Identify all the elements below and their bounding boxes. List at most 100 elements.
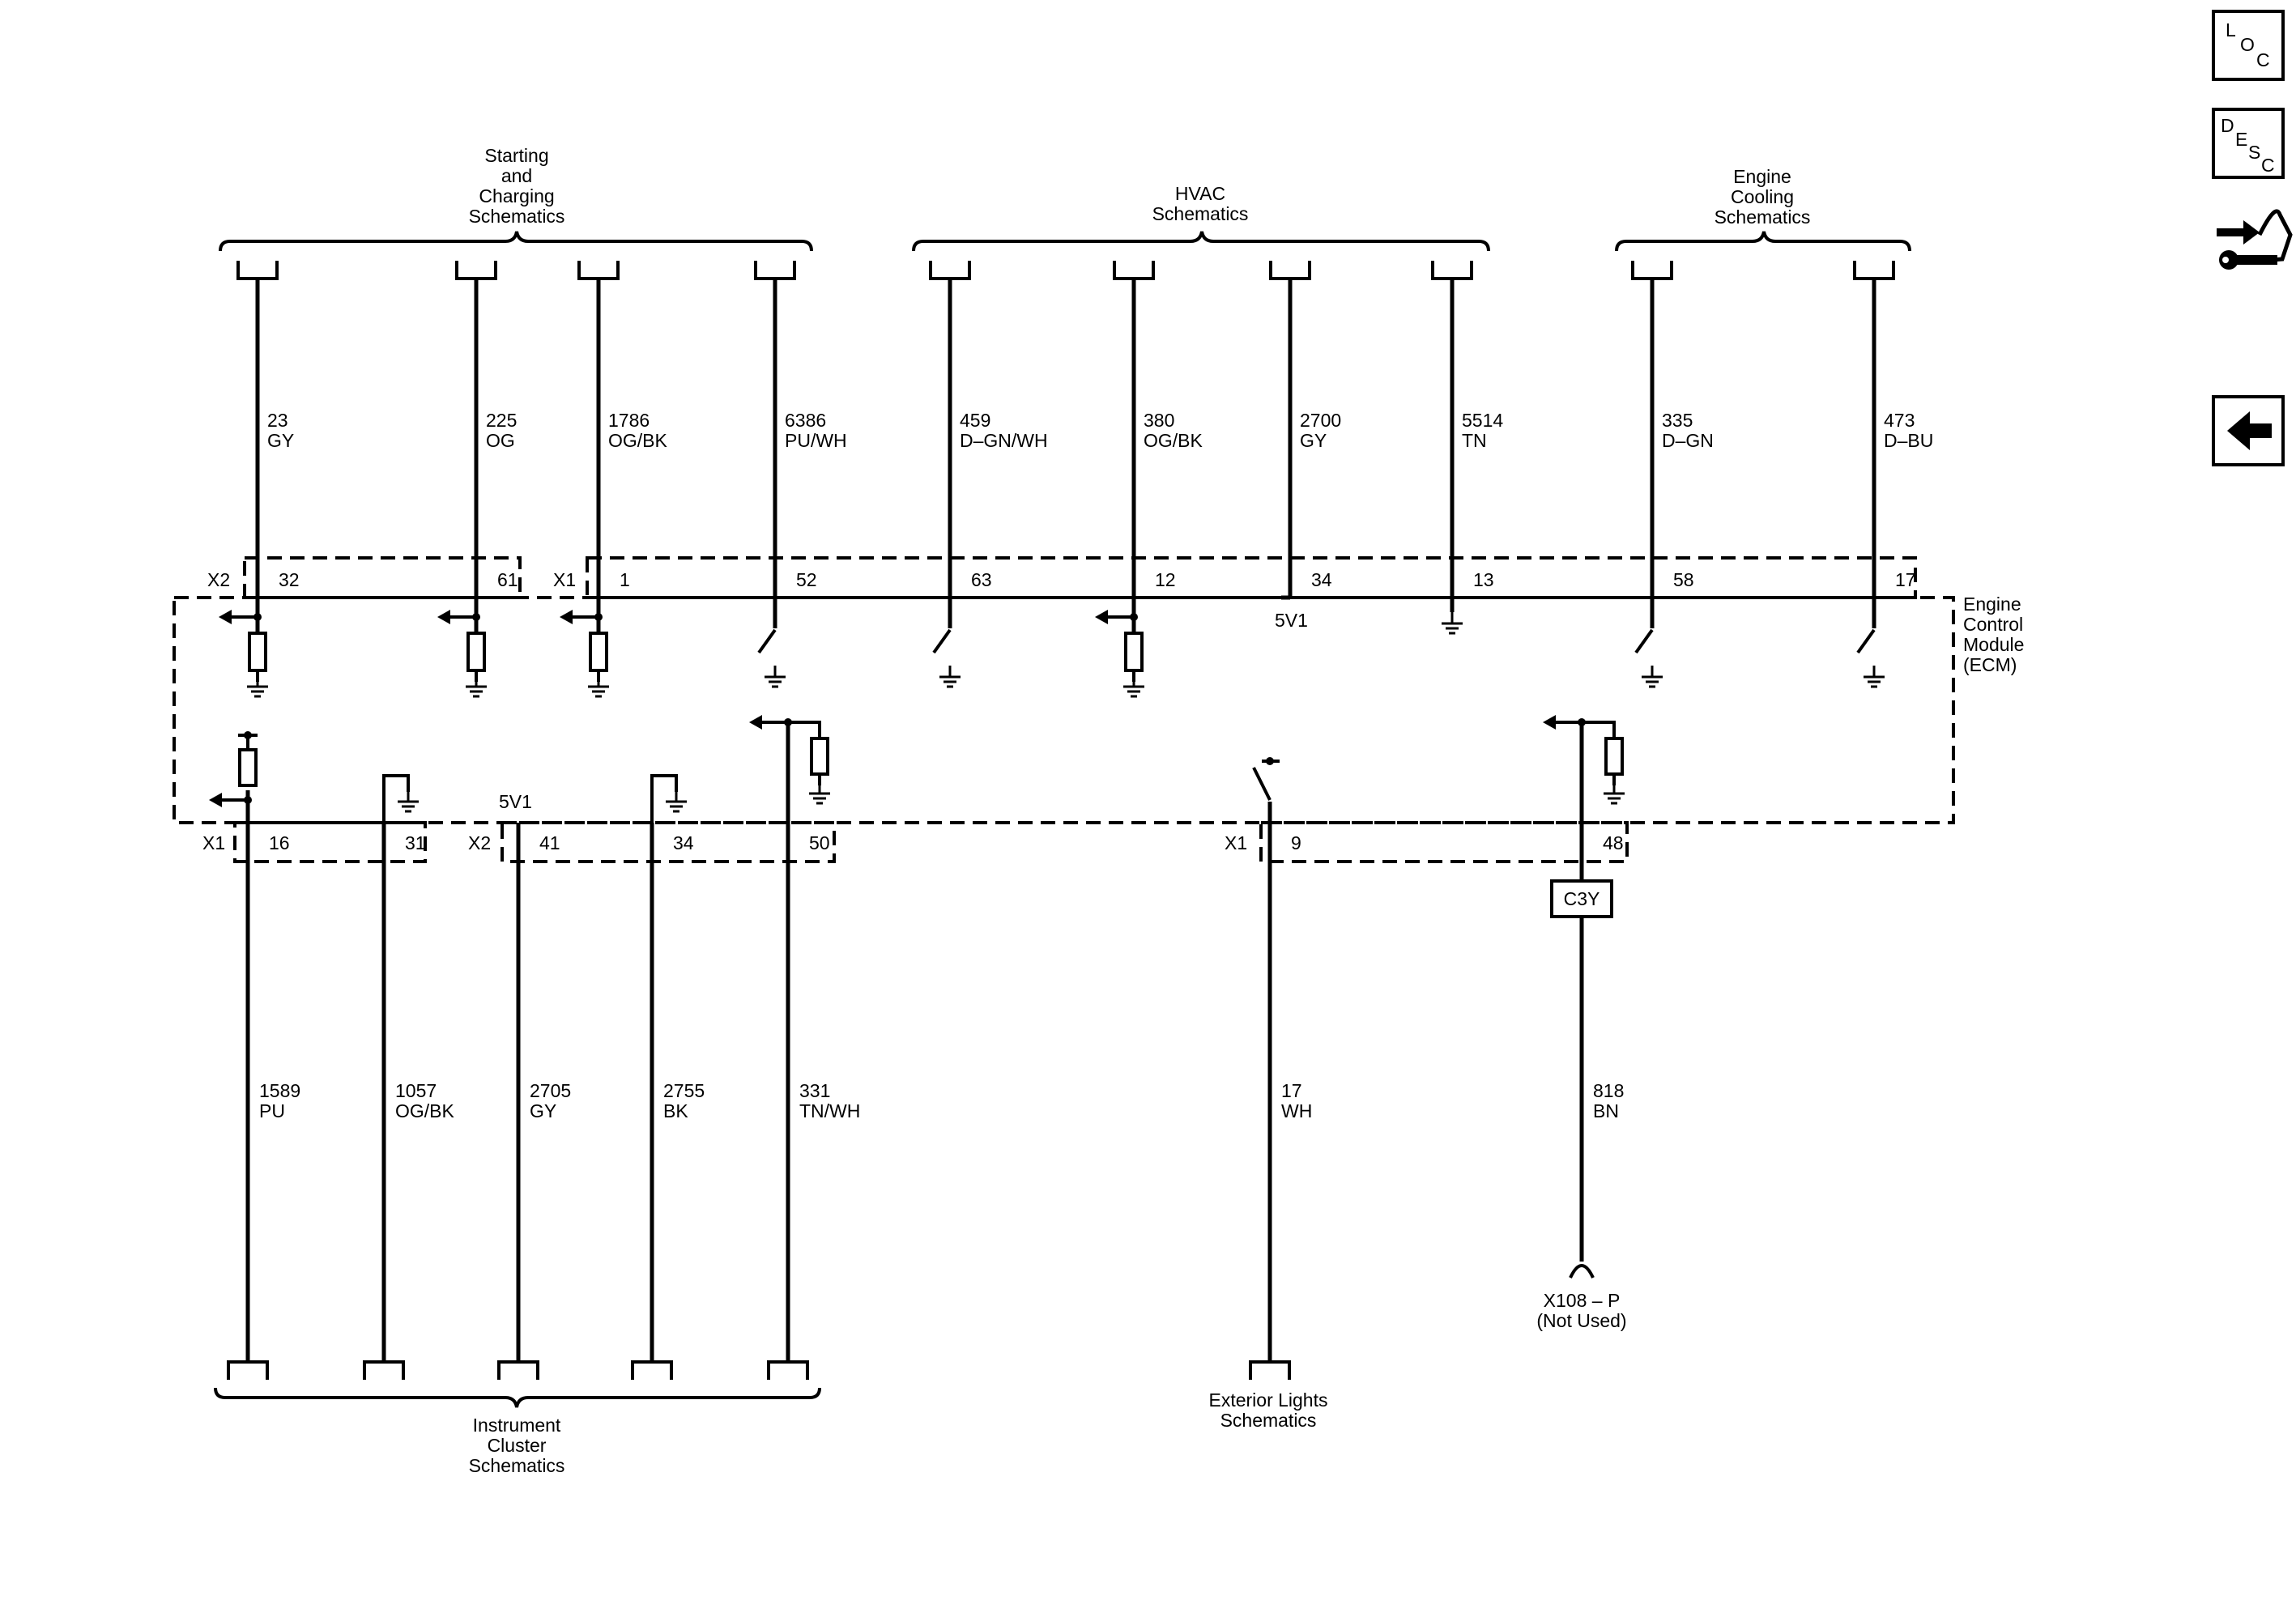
terminal-symbol bbox=[227, 1360, 269, 1380]
terminal-symbol bbox=[497, 1360, 539, 1380]
unused-terminal-label: X108 – P (Not Used) bbox=[1536, 1290, 1626, 1331]
signal-arrow-icon bbox=[1543, 715, 1586, 730]
svg-text:(Not Used): (Not Used) bbox=[1536, 1310, 1626, 1331]
terminal-symbol bbox=[1631, 261, 1673, 280]
bottom-group-label-cluster: Instrument Cluster Schematics bbox=[469, 1415, 565, 1476]
wire-color: BK bbox=[663, 1100, 688, 1121]
ground-symbol bbox=[666, 790, 687, 813]
resistor-symbol bbox=[1124, 632, 1144, 672]
terminal-symbol bbox=[1249, 1360, 1291, 1380]
terminal-symbol bbox=[363, 1360, 405, 1380]
pin-number: 1 bbox=[620, 569, 630, 590]
circuit-number: 331 bbox=[799, 1080, 830, 1101]
svg-text:Cooling: Cooling bbox=[1731, 186, 1794, 207]
svg-text:and: and bbox=[501, 165, 532, 186]
terminal-symbol bbox=[929, 261, 971, 280]
bottom-group-braces bbox=[214, 1387, 821, 1408]
pin-number: 9 bbox=[1291, 832, 1301, 853]
switch-symbol bbox=[1856, 628, 1876, 654]
back-button[interactable] bbox=[2212, 395, 2285, 466]
left-arrow-icon bbox=[2227, 411, 2272, 450]
ground-symbol bbox=[466, 675, 487, 698]
resistor-symbol bbox=[589, 632, 608, 672]
circuit-number: 380 bbox=[1144, 410, 1174, 431]
switch-symbol bbox=[1634, 628, 1654, 654]
ecm-internal-circuitry bbox=[209, 595, 1885, 824]
svg-text:C: C bbox=[2256, 49, 2270, 70]
ground-symbol bbox=[809, 782, 830, 805]
bottom-wires: 1589PU161057OG/BK312705GY412755BK34331TN… bbox=[227, 823, 1624, 1380]
wire-color: D–GN bbox=[1662, 430, 1714, 451]
circuit-number: 5514 bbox=[1462, 410, 1503, 431]
switch-symbol bbox=[757, 628, 777, 654]
pin-number: 12 bbox=[1155, 569, 1176, 590]
ground-symbol bbox=[1864, 666, 1885, 688]
wire-color: OG/BK bbox=[1144, 430, 1203, 451]
top-group-label-starting: Starting and Charging Schematics bbox=[469, 145, 565, 227]
signal-arrow-icon bbox=[219, 610, 262, 624]
circuit-number: 225 bbox=[486, 410, 517, 431]
svg-text:Module: Module bbox=[1963, 634, 2024, 655]
connector-x1-bottom: X1 bbox=[202, 832, 225, 853]
wire-color: TN bbox=[1462, 430, 1487, 451]
svg-text:E: E bbox=[2235, 129, 2247, 150]
wire-color: OG/BK bbox=[608, 430, 668, 451]
resistor-symbol bbox=[248, 632, 267, 672]
circuit-number: 459 bbox=[960, 410, 990, 431]
resistor-symbol bbox=[238, 748, 258, 787]
svg-text:Schematics: Schematics bbox=[1152, 203, 1249, 224]
svg-text:S: S bbox=[2248, 142, 2260, 163]
pin-number: 13 bbox=[1473, 569, 1494, 590]
circuit-number: 2755 bbox=[663, 1080, 705, 1101]
circuit-number: 1057 bbox=[395, 1080, 437, 1101]
open-terminal-icon bbox=[1569, 1264, 1595, 1279]
circuit-number: 2700 bbox=[1300, 410, 1341, 431]
terminal-symbol bbox=[1853, 261, 1895, 280]
ecm-module-outline bbox=[173, 556, 1955, 863]
svg-text:Schematics: Schematics bbox=[469, 206, 565, 227]
terminal-symbol bbox=[455, 261, 497, 280]
terminal-symbol bbox=[767, 1360, 809, 1380]
pin-number: 32 bbox=[279, 569, 300, 590]
svg-text:Instrument: Instrument bbox=[473, 1415, 561, 1436]
top-group-label-hvac: HVAC Schematics bbox=[1152, 183, 1249, 224]
pin-number: 31 bbox=[405, 832, 426, 853]
circuit-number: 335 bbox=[1662, 410, 1693, 431]
terminal-symbol bbox=[577, 261, 620, 280]
svg-text:(ECM): (ECM) bbox=[1963, 654, 2017, 675]
svg-text:D: D bbox=[2221, 115, 2234, 136]
ground-symbol bbox=[765, 666, 786, 688]
signal-arrow-icon bbox=[1095, 610, 1138, 624]
pin-number: 17 bbox=[1895, 569, 1916, 590]
ground-symbol bbox=[398, 790, 419, 813]
ground-symbol bbox=[939, 666, 961, 688]
loc-button[interactable]: L O C bbox=[2212, 10, 2285, 81]
ground-symbol bbox=[1442, 612, 1463, 635]
pin-number: 50 bbox=[809, 832, 830, 853]
svg-text:Charging: Charging bbox=[479, 185, 554, 206]
wire-color: PU/WH bbox=[785, 430, 847, 451]
pin-number: 34 bbox=[1311, 569, 1332, 590]
connector-x1-top: X1 bbox=[553, 569, 576, 590]
ground-symbol bbox=[1642, 666, 1663, 688]
connector-wrench-icon[interactable] bbox=[2217, 209, 2293, 270]
ground-symbol bbox=[588, 675, 609, 698]
wire-color: WH bbox=[1281, 1100, 1312, 1121]
circuit-number: 17 bbox=[1281, 1080, 1302, 1101]
terminal-symbol bbox=[754, 261, 796, 280]
desc-button[interactable]: D E S C bbox=[2212, 108, 2285, 179]
terminal-symbol bbox=[1113, 261, 1155, 280]
svg-text:Engine: Engine bbox=[1963, 594, 2021, 615]
circuit-number: 473 bbox=[1884, 410, 1915, 431]
wire-color: PU bbox=[259, 1100, 285, 1121]
